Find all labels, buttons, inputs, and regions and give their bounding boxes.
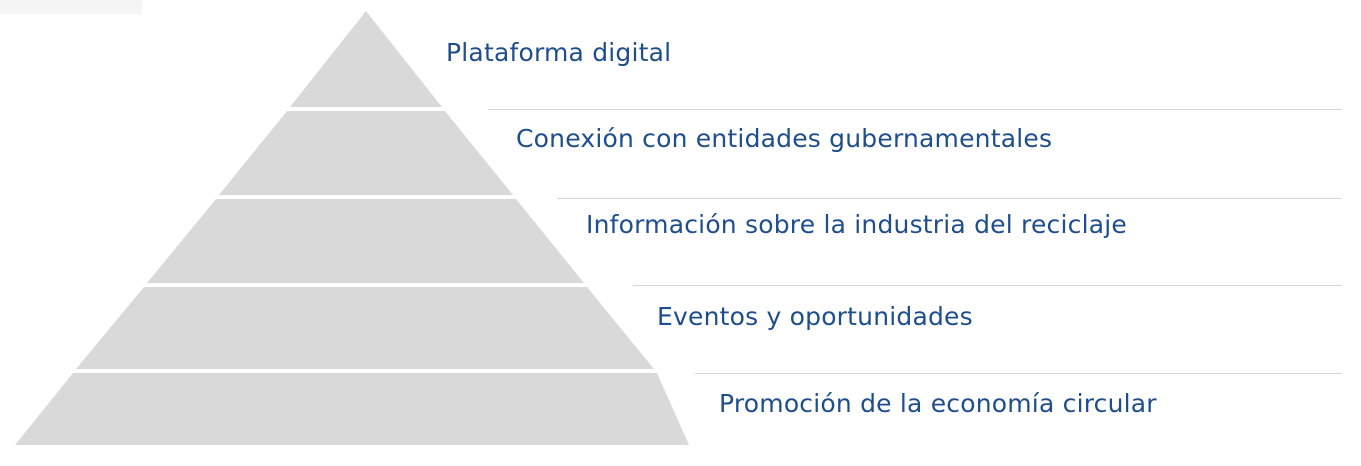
- pyramid-level-5: [15, 373, 689, 445]
- level-5-label: Promoción de la economía circular: [719, 389, 1157, 418]
- pyramid-shape: [15, 11, 689, 445]
- pyramid-level-4: [76, 287, 654, 369]
- level-2-label: Conexión con entidades gubernamentales: [516, 124, 1053, 153]
- pyramid-level-2: [219, 111, 513, 195]
- pyramid-level-3: [147, 199, 584, 283]
- level-3-label: Información sobre la industria del recic…: [586, 210, 1127, 239]
- level-4-label: Eventos y oportunidades: [657, 302, 973, 331]
- level-1-label: Plataforma digital: [446, 38, 672, 67]
- pyramid-level-1: [290, 11, 442, 107]
- corner-placeholder-box: [0, 0, 142, 14]
- level-divider-4: [695, 373, 1342, 374]
- level-divider-1: [488, 109, 1342, 110]
- level-divider-3: [633, 285, 1342, 286]
- level-divider-2: [557, 198, 1342, 199]
